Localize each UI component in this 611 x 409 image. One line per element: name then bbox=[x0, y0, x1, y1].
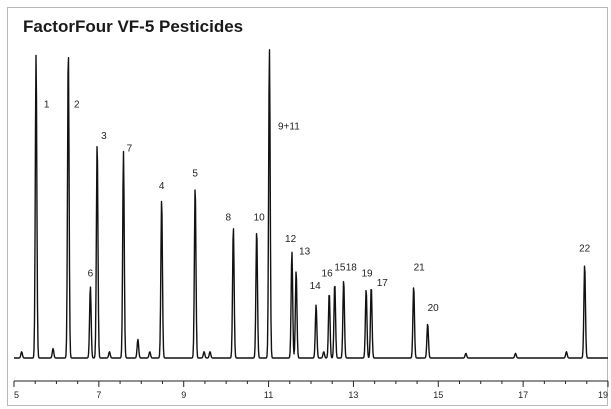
peak-label-1: 1 bbox=[44, 100, 50, 111]
x-tick-label-19: 19 bbox=[598, 390, 608, 400]
peak-label-4: 4 bbox=[159, 181, 165, 192]
peak-label-12: 12 bbox=[285, 234, 297, 245]
x-tick-label-11: 11 bbox=[264, 390, 273, 400]
x-axis: 5 7 9 11 13 15 17 19 bbox=[13, 380, 609, 400]
peak-label-13: 13 bbox=[299, 247, 311, 258]
peak-label-6: 6 bbox=[88, 269, 94, 280]
peak-label-18: 18 bbox=[346, 262, 358, 273]
peak-label-8: 8 bbox=[226, 212, 232, 223]
peak-label-14: 14 bbox=[310, 281, 322, 292]
x-tick-label-17: 17 bbox=[518, 390, 528, 400]
x-tick-label-5: 5 bbox=[14, 390, 19, 400]
peak-label-20: 20 bbox=[428, 303, 440, 314]
chromatogram-trace bbox=[13, 49, 609, 359]
x-tick-label-7: 7 bbox=[96, 390, 101, 400]
peak-label-9-11: 9+11 bbox=[278, 122, 300, 133]
chart-title: FactorFour VF-5 Pesticides bbox=[23, 17, 244, 36]
peak-label-7: 7 bbox=[127, 143, 133, 154]
peak-label-5: 5 bbox=[192, 169, 198, 180]
peak-label-16: 16 bbox=[322, 269, 334, 280]
peak-label-22: 22 bbox=[579, 244, 591, 255]
peak-label-10: 10 bbox=[254, 212, 266, 223]
peak-label-19: 19 bbox=[361, 269, 373, 280]
peak-label-17: 17 bbox=[377, 278, 389, 289]
x-tick-label-15: 15 bbox=[433, 390, 443, 400]
peak-label-3: 3 bbox=[101, 131, 107, 142]
peak-label-21: 21 bbox=[414, 262, 426, 273]
x-tick-label-9: 9 bbox=[181, 390, 186, 400]
chart-frame bbox=[7, 7, 608, 406]
peak-label-15: 15 bbox=[334, 262, 346, 273]
peak-label-2: 2 bbox=[74, 100, 80, 111]
x-tick-label-13: 13 bbox=[348, 390, 358, 400]
